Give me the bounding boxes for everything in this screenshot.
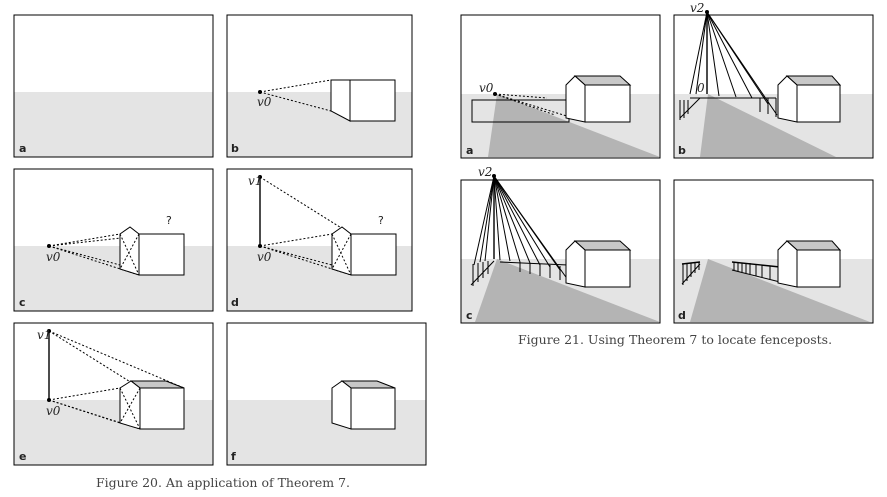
- panel-label: d: [231, 296, 239, 309]
- panel-label: f: [231, 450, 236, 463]
- road-shade: [475, 259, 660, 322]
- fig21-panel-b: v2 0 b: [673, 1, 874, 159]
- panel-label: b: [678, 144, 686, 157]
- house-front: [584, 249, 631, 288]
- perspective-line: [259, 91, 332, 112]
- panel-label: c: [466, 309, 473, 322]
- road-shade: [690, 259, 870, 322]
- figure20-caption: Figure 20. An application of Theorem 7.: [96, 475, 351, 490]
- panel-label: e: [19, 450, 26, 463]
- house-front: [796, 249, 841, 288]
- question-mark: ?: [166, 214, 172, 227]
- perspective-line: [48, 387, 121, 401]
- panel-label: a: [466, 144, 473, 157]
- road-shade: [488, 94, 660, 157]
- vanishing-point: [47, 398, 51, 402]
- vanishing-point: [258, 90, 262, 94]
- panel-label: a: [19, 142, 26, 155]
- v0-label: v0: [46, 250, 61, 264]
- house-front: [796, 84, 841, 123]
- panel-label: d: [678, 309, 686, 322]
- figure21-caption: Figure 21. Using Theorem 7 to locate fen…: [518, 332, 833, 347]
- fig20-panel-e: v1 v0 e: [13, 322, 214, 466]
- fig20-panel-c: v0 ? c: [13, 168, 214, 312]
- v0-label: v0: [257, 250, 272, 264]
- perspective-line: [259, 176, 352, 235]
- fig21-panel-d: d: [673, 179, 874, 324]
- vanishing-point: [47, 244, 51, 248]
- fig21-panel-c: v2 c: [460, 165, 661, 324]
- v0-label: v0: [46, 404, 61, 418]
- v0-label: v0: [479, 81, 494, 95]
- perspective-line: [259, 79, 332, 93]
- perspective-line: [48, 235, 140, 247]
- vanishing-point: [258, 175, 262, 179]
- perspective-line: [259, 233, 333, 247]
- fig20-panel-a: a: [13, 14, 214, 158]
- perspective-line: [48, 330, 141, 389]
- perspective-line: [48, 233, 121, 247]
- v0-label: 0: [697, 81, 705, 95]
- v1-label: v1: [248, 174, 262, 188]
- fig21-panel-a: v0 a: [460, 14, 661, 159]
- perspective-line: [259, 245, 333, 266]
- perspective-line: [48, 245, 121, 266]
- v2-label: v2: [478, 165, 492, 179]
- vanishing-point: [705, 10, 709, 14]
- v2-label: v2: [690, 1, 704, 15]
- house-front: [584, 84, 631, 123]
- question-mark: ?: [378, 214, 384, 227]
- road-shade: [700, 94, 836, 157]
- fig20-panel-f: f: [226, 322, 427, 466]
- v1-label: v1: [37, 328, 51, 342]
- v0-label: v0: [257, 95, 272, 109]
- vanishing-point: [492, 174, 496, 178]
- fig20-panel-b: v0 b: [226, 14, 413, 158]
- vanishing-point: [258, 244, 262, 248]
- panel-label: c: [19, 296, 26, 309]
- panel-label: b: [231, 142, 239, 155]
- perspective-line: [48, 330, 185, 389]
- vanishing-point: [47, 329, 51, 333]
- fig20-panel-d: v1 v0 ? d: [226, 168, 413, 312]
- vanishing-point: [493, 92, 497, 96]
